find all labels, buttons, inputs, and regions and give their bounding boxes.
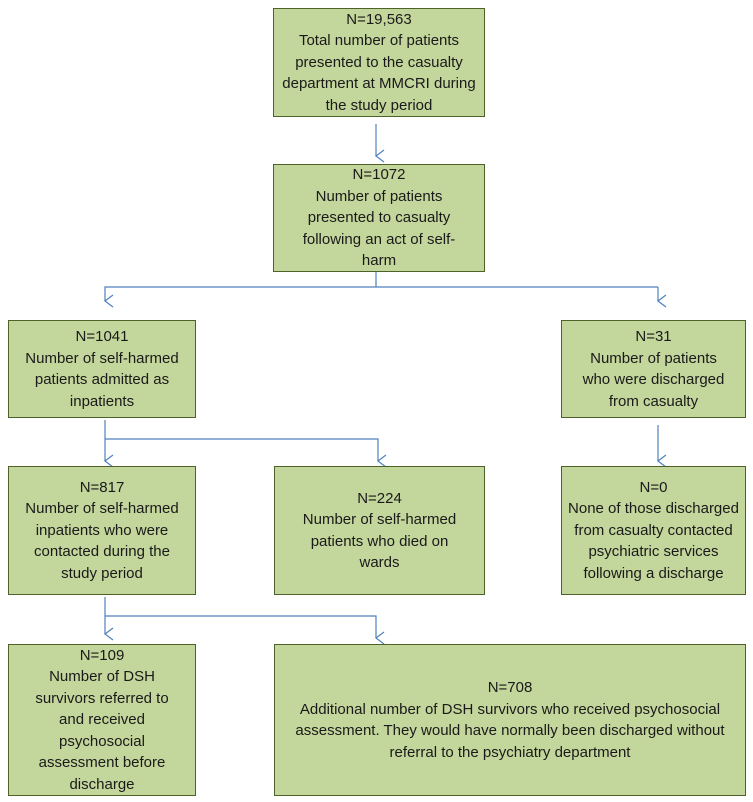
node-discharged-from-casualty: N=31 Number of patients who were dischar… xyxy=(561,320,746,418)
node-count: N=817 xyxy=(79,478,125,496)
arrow-admitted-to-died xyxy=(105,438,387,468)
node-description: Number of self-harmed patients who died … xyxy=(302,511,457,571)
node-count: N=31 xyxy=(635,328,672,345)
node-count: N=224 xyxy=(357,489,402,507)
node-count: N=1072 xyxy=(352,166,406,184)
node-none-contacted: N=0 None of those discharged from casual… xyxy=(561,466,746,595)
node-count: N=19,563 xyxy=(346,10,412,28)
arrow-to-admitted xyxy=(104,286,658,308)
node-self-harm-patients: N=1072 Number of patients presented to c… xyxy=(273,164,485,272)
node-description: Additional number of DSH survivors who r… xyxy=(295,700,725,761)
node-additional-dsh-survivors: N=708 Additional number of DSH survivors… xyxy=(274,644,746,796)
node-count: N=0 xyxy=(639,478,668,496)
node-description: Number of self-harmed patients admitted … xyxy=(25,349,179,410)
node-description: Number of self-harmed inpatients who wer… xyxy=(25,500,179,582)
node-description: Number of DSH survivors referred to and … xyxy=(35,668,169,793)
node-description: Total number of patients presented to th… xyxy=(282,32,476,114)
node-admitted-inpatients: N=1041 Number of self-harmed patients ad… xyxy=(8,320,196,418)
node-referred-dsh-survivors: N=109 Number of DSH survivors referred t… xyxy=(8,644,196,796)
node-contacted-inpatients: N=817 Number of self-harmed inpatients w… xyxy=(8,466,196,595)
node-description: Number of patients presented to casualty… xyxy=(302,187,456,270)
node-total-patients: N=19,563 Total number of patients presen… xyxy=(273,8,485,117)
node-count: N=109 xyxy=(79,646,125,664)
node-died-on-wards: N=224 Number of self-harmed patients who… xyxy=(274,466,485,595)
node-count: N=708 xyxy=(487,679,533,696)
node-description: Number of patients who were discharged f… xyxy=(582,349,725,410)
node-description: None of those discharged from casualty c… xyxy=(568,500,739,582)
node-count: N=1041 xyxy=(75,328,129,345)
arrow-contacted-to-additional xyxy=(105,615,385,645)
